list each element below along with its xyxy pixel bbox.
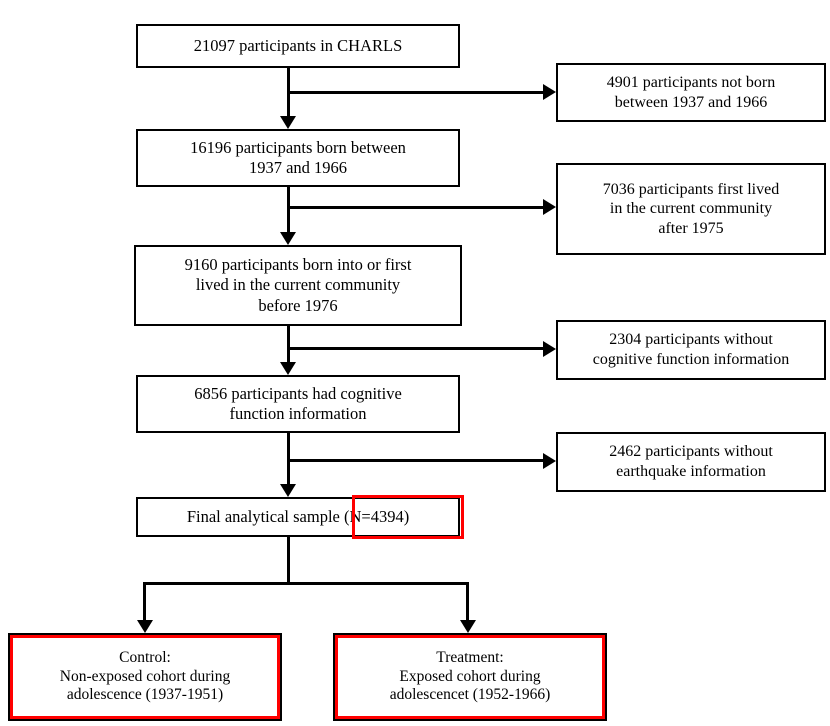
connector-trunk-3 bbox=[287, 326, 290, 362]
result-node-label: Treatment: Exposed cohort during adolesc… bbox=[389, 648, 551, 704]
connector-branch-exclusion-3 bbox=[287, 347, 544, 350]
connector-to-control-group bbox=[143, 582, 146, 620]
flow-node-label: 21097 participants in CHARLS bbox=[193, 35, 403, 55]
result-node-label: Control: Non-exposed cohort during adole… bbox=[59, 648, 231, 704]
arrow-into-treatment-group bbox=[460, 620, 476, 633]
flow-node-label: 16196 participants born between 1937 and… bbox=[190, 137, 406, 177]
exclusion-node-label: 7036 participants first lived in the cur… bbox=[602, 180, 780, 237]
arrow-into-exclusion-2 bbox=[543, 199, 556, 215]
connector-to-treatment-group bbox=[466, 582, 469, 620]
connector-trunk-split-stem bbox=[287, 537, 290, 584]
exclusion-node-label: 2462 participants without earthquake inf… bbox=[609, 443, 773, 480]
arrow-into-node-3 bbox=[280, 232, 296, 245]
exclusion-node-no-cognitive-info: 2304 participants without cognitive func… bbox=[556, 320, 826, 380]
connector-trunk-2 bbox=[287, 187, 290, 232]
arrow-into-node-4 bbox=[280, 362, 296, 375]
connector-branch-exclusion-1 bbox=[287, 91, 544, 94]
flow-node-total-participants: 21097 participants in CHARLS bbox=[136, 24, 460, 68]
arrow-into-node-2 bbox=[280, 116, 296, 129]
arrow-into-exclusion-4 bbox=[543, 453, 556, 469]
connector-trunk-4 bbox=[287, 433, 290, 484]
connector-branch-exclusion-2 bbox=[287, 206, 544, 209]
exclusion-node-label: 2304 participants without cognitive func… bbox=[592, 331, 790, 368]
arrow-into-exclusion-1 bbox=[543, 84, 556, 100]
flow-node-cognitive-function: 6856 participants had cognitive function… bbox=[136, 375, 460, 433]
flow-node-community-before-1976: 9160 participants born into or first liv… bbox=[134, 245, 462, 326]
connector-split-crossbar bbox=[143, 582, 469, 585]
arrow-into-node-5 bbox=[280, 484, 296, 497]
flow-node-born-1937-1966: 16196 participants born between 1937 and… bbox=[136, 129, 460, 187]
exclusion-node-label: 4901 participants not born between 1937 … bbox=[606, 73, 776, 111]
flow-node-final-sample: Final analytical sample (N=4394) bbox=[136, 497, 460, 537]
arrow-into-exclusion-3 bbox=[543, 341, 556, 357]
result-node-treatment-group: Treatment: Exposed cohort during adolesc… bbox=[333, 633, 607, 721]
exclusion-node-not-born-in-range: 4901 participants not born between 1937 … bbox=[556, 63, 826, 122]
result-node-control-group: Control: Non-exposed cohort during adole… bbox=[8, 633, 282, 721]
flow-node-label: Final analytical sample (N=4394) bbox=[186, 506, 410, 526]
flow-node-label: 6856 participants had cognitive function… bbox=[194, 383, 402, 423]
flow-node-label: 9160 participants born into or first liv… bbox=[184, 255, 412, 315]
connector-branch-exclusion-4 bbox=[287, 459, 544, 462]
exclusion-node-no-earthquake-info: 2462 participants without earthquake inf… bbox=[556, 432, 826, 492]
arrow-into-control-group bbox=[137, 620, 153, 633]
exclusion-node-moved-after-1975: 7036 participants first lived in the cur… bbox=[556, 163, 826, 255]
